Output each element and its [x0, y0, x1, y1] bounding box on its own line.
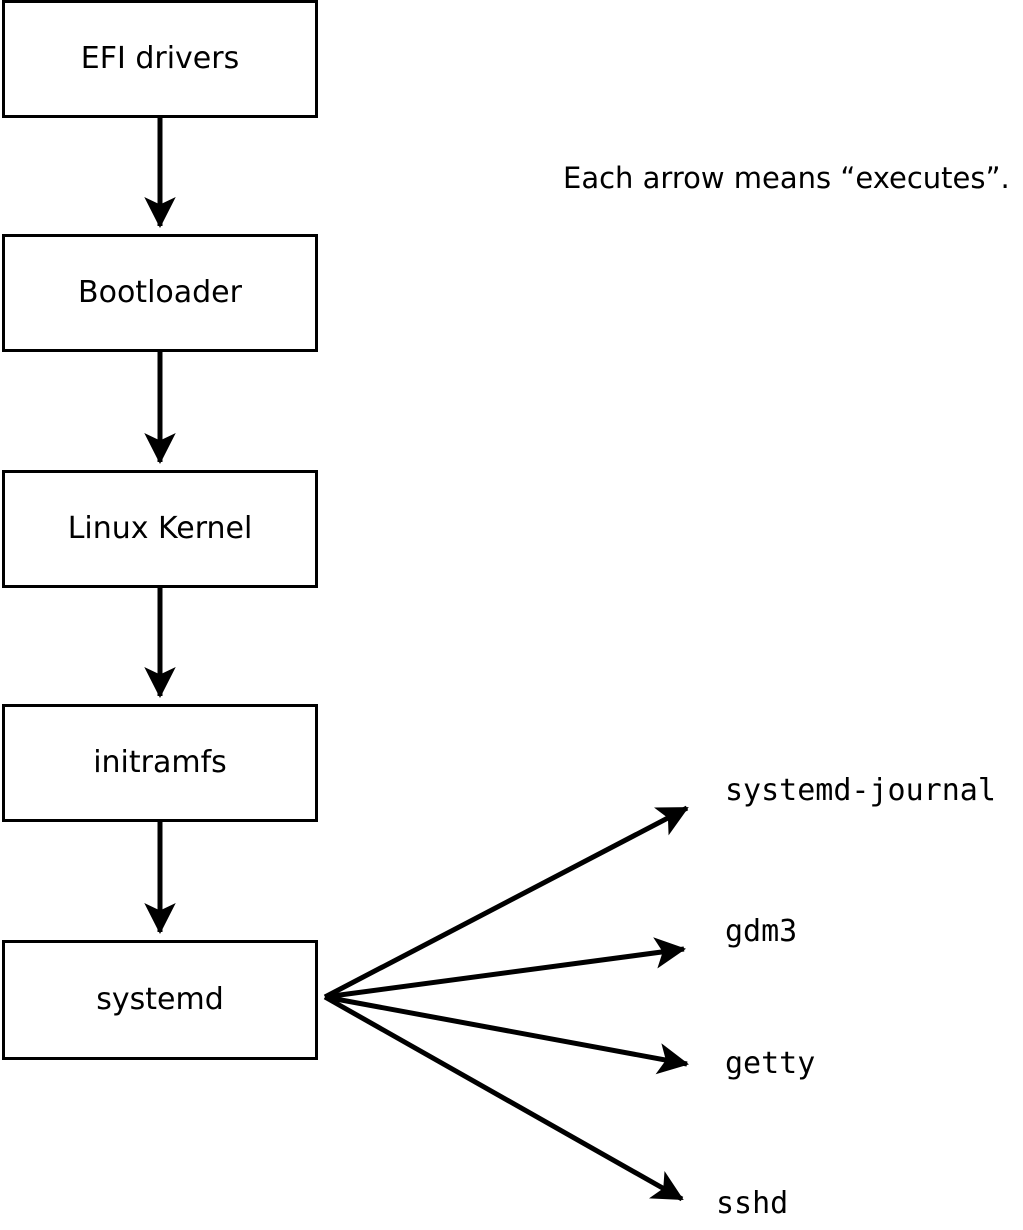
node-initramfs[interactable]: initramfs — [2, 704, 318, 822]
diagram-caption: Each arrow means “executes”. — [563, 161, 1010, 195]
leaf-label-sshd[interactable]: sshd — [716, 1186, 789, 1221]
node-linux-kernel[interactable]: Linux Kernel — [2, 470, 318, 588]
leaf-label-systemd-journal[interactable]: systemd-journal — [725, 773, 996, 808]
leaf-label-gdm3[interactable]: gdm3 — [725, 914, 798, 949]
fanout-arrow-getty — [324, 994, 689, 1075]
node-initramfs-label: initramfs — [93, 745, 227, 780]
leaf-label-getty[interactable]: getty — [725, 1046, 816, 1081]
node-efi-drivers-label: EFI drivers — [80, 41, 240, 76]
node-efi-drivers[interactable]: EFI drivers — [2, 0, 318, 118]
node-bootloader[interactable]: Bootloader — [2, 234, 318, 352]
fanout-arrow-systemd-journal — [323, 805, 689, 1000]
node-linux-kernel-label: Linux Kernel — [67, 511, 253, 546]
node-systemd-label: systemd — [96, 982, 224, 1017]
node-bootloader-label: Bootloader — [78, 275, 242, 310]
fanout-arrow-sshd — [323, 994, 684, 1202]
node-systemd[interactable]: systemd — [2, 940, 318, 1060]
fanout-arrow-gdm3 — [324, 937, 686, 1000]
